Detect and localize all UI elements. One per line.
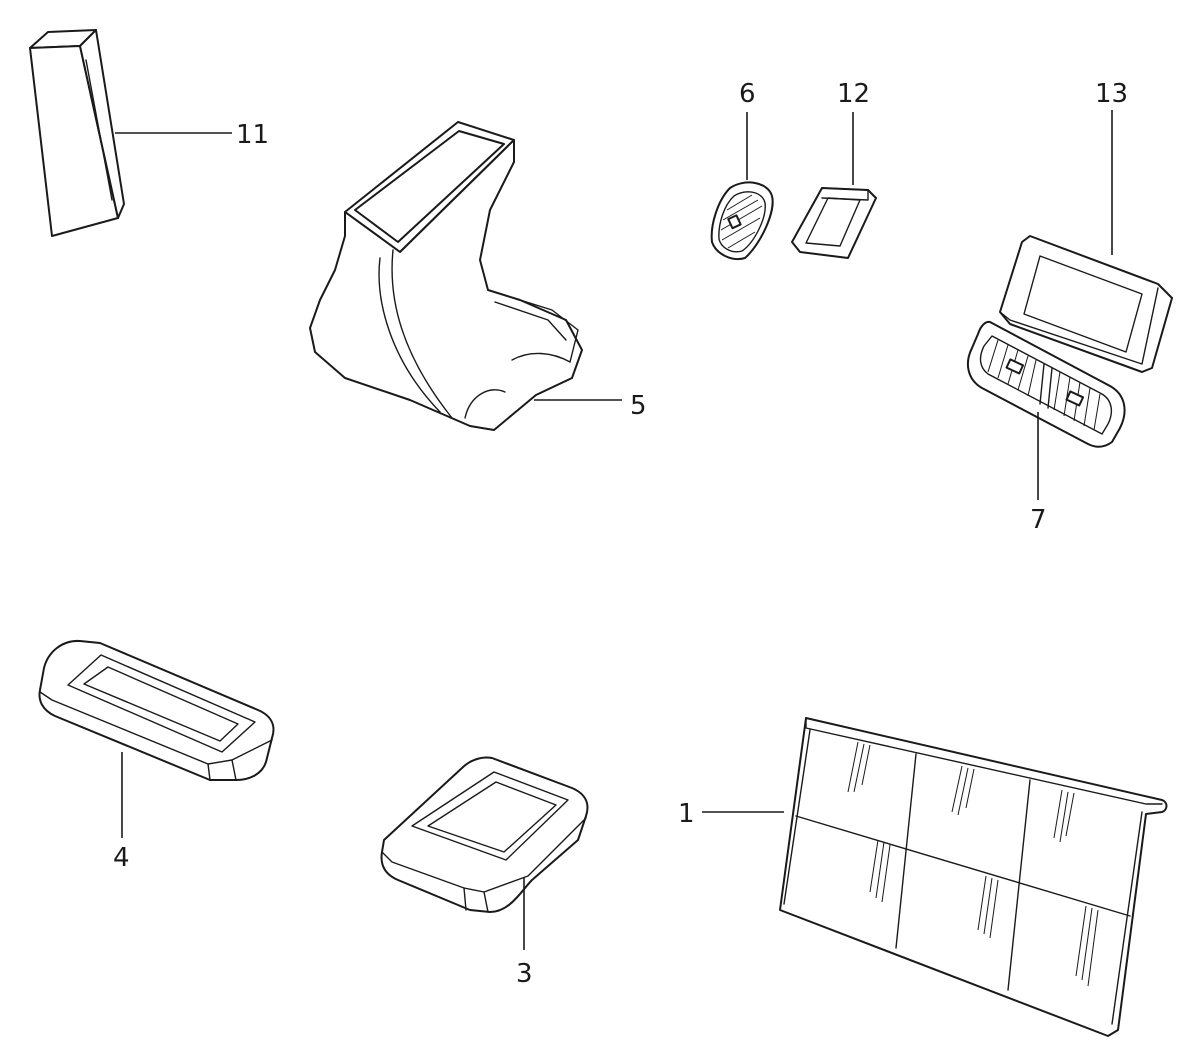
- part-7-double-vent[interactable]: [966, 320, 1126, 448]
- part-3-square-seal[interactable]: [380, 756, 589, 913]
- part-5-air-duct[interactable]: [309, 121, 583, 431]
- callout-4: 4: [113, 843, 130, 873]
- callout-11: 11: [236, 120, 269, 150]
- part-1-pollen-filter[interactable]: [779, 717, 1168, 1037]
- part-12-small-seal[interactable]: [791, 187, 877, 259]
- callout-5: 5: [630, 391, 647, 421]
- callout-6: 6: [739, 79, 756, 109]
- callout-7: 7: [1030, 505, 1047, 535]
- callout-3: 3: [516, 959, 533, 989]
- callout-1: 1: [678, 799, 695, 829]
- callout-13: 13: [1095, 79, 1128, 109]
- part-11-foam-block[interactable]: [29, 29, 125, 237]
- part-13-gasket-frame[interactable]: [999, 235, 1173, 373]
- callout-12: 12: [837, 79, 870, 109]
- part-4-rect-seal[interactable]: [38, 639, 275, 781]
- part-6-round-vent[interactable]: [710, 181, 774, 260]
